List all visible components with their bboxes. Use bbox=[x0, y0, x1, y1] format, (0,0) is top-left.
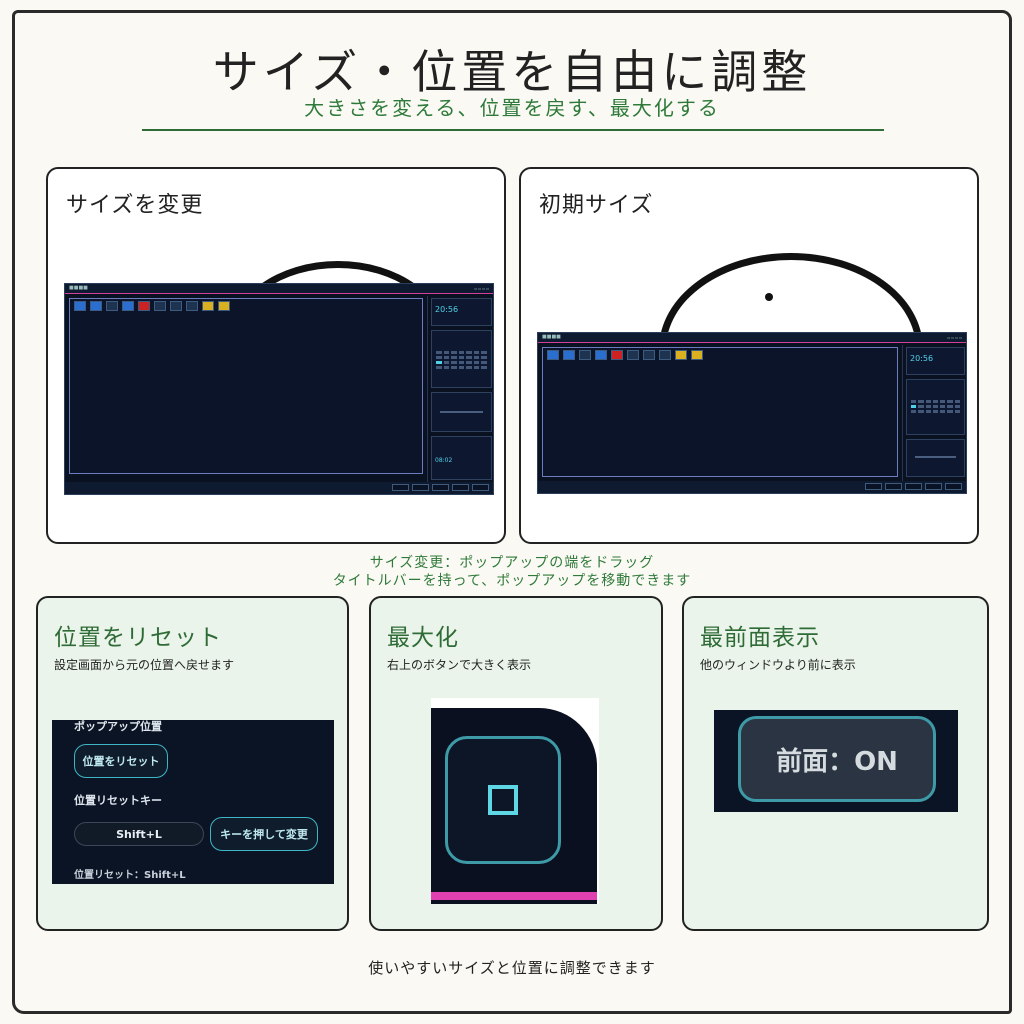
folder-icon[interactable] bbox=[691, 350, 703, 360]
bottom-button[interactable] bbox=[472, 484, 489, 491]
bottom-button[interactable] bbox=[905, 483, 922, 490]
app-shortcut-icon[interactable] bbox=[547, 350, 559, 360]
app-shortcut-icon[interactable] bbox=[659, 350, 671, 360]
bottom-button-row bbox=[865, 483, 962, 490]
initial-size-panel-title: 初期サイズ bbox=[539, 193, 654, 218]
clock-widget: 20:56 bbox=[906, 347, 965, 375]
title-divider bbox=[142, 129, 884, 131]
bottom-button[interactable] bbox=[865, 483, 882, 490]
reset-position-button[interactable]: 位置をリセット bbox=[74, 744, 168, 778]
clock-time: 20:56 bbox=[910, 354, 934, 363]
bottom-button[interactable] bbox=[412, 484, 429, 491]
resize-panel-title: サイズを変更 bbox=[66, 193, 204, 218]
always-on-top-card: 最前面表示 他のウィンドウより前に表示 前面：ON bbox=[682, 596, 989, 931]
app-shortcut-icon[interactable] bbox=[138, 301, 150, 311]
bottom-button[interactable] bbox=[925, 483, 942, 490]
app-title-text: ■■■■ bbox=[69, 285, 88, 291]
app-window-controls[interactable]: ▫ ▫ ▫ ▫ bbox=[474, 286, 489, 291]
maximize-card: 最大化 右上のボタンで大きく表示 bbox=[369, 596, 663, 931]
app-shortcut-icon[interactable] bbox=[627, 350, 639, 360]
front-card-title: 最前面表示 bbox=[700, 625, 820, 651]
timer-time: 08:02 bbox=[435, 457, 453, 464]
app-shortcut-icon[interactable] bbox=[611, 350, 623, 360]
maximize-card-title: 最大化 bbox=[387, 625, 459, 651]
app-icon-row bbox=[547, 350, 703, 360]
reset-card-title: 位置をリセット bbox=[54, 625, 222, 651]
calendar-grid bbox=[436, 351, 487, 369]
app-shortcut-icon[interactable] bbox=[579, 350, 591, 360]
calendar-widget bbox=[906, 379, 965, 435]
window-corner bbox=[431, 708, 597, 904]
initial-size-panel: 初期サイズ ■■■■ ▫ ▫ ▫ ▫ 20:56 bbox=[519, 167, 979, 544]
reset-key-status: 位置リセット：Shift+L bbox=[74, 870, 186, 881]
app-titlebar[interactable]: ■■■■ ▫ ▫ ▫ ▫ bbox=[538, 333, 966, 343]
app-desktop-area bbox=[69, 298, 423, 474]
page-subtitle: 大きさを変える、位置を戻す、最大化する bbox=[304, 96, 720, 120]
app-shortcut-icon[interactable] bbox=[595, 350, 607, 360]
app-shortcut-icon[interactable] bbox=[643, 350, 655, 360]
maximize-card-desc: 右上のボタンで大きく表示 bbox=[387, 658, 532, 672]
app-icon-row bbox=[74, 301, 230, 311]
always-on-top-button[interactable]: 前面：ON bbox=[738, 716, 936, 802]
app-window-resized[interactable]: ■■■■ ▫ ▫ ▫ ▫ 20:56 bbox=[64, 283, 494, 495]
app-window-controls[interactable]: ▫ ▫ ▫ ▫ bbox=[947, 335, 962, 340]
resize-note-line1: サイズ変更：ポップアップの端をドラッグ bbox=[369, 555, 655, 571]
page-title: サイズ・位置を自由に調整 bbox=[212, 45, 812, 99]
window-accent-border bbox=[431, 892, 597, 900]
app-bottom-bar bbox=[538, 481, 966, 493]
resize-note-line2: タイトルバーを持って、ポップアップを移動できます bbox=[332, 573, 692, 589]
front-screenshot: 前面：ON bbox=[714, 710, 958, 812]
maximize-icon bbox=[488, 785, 518, 815]
app-shortcut-icon[interactable] bbox=[563, 350, 575, 360]
reset-key-label: 位置リセットキー bbox=[74, 794, 162, 807]
reset-card-desc: 設定画面から元の位置へ戻せます bbox=[54, 658, 235, 672]
calendar-widget bbox=[431, 330, 492, 388]
volume-slider[interactable] bbox=[440, 411, 483, 413]
clock-widget: 20:56 bbox=[431, 298, 492, 326]
app-shortcut-icon[interactable] bbox=[186, 301, 198, 311]
folder-icon[interactable] bbox=[202, 301, 214, 311]
settings-screenshot: ポップアップ位置 位置をリセット 位置リセットキー Shift+L キーを押して… bbox=[52, 720, 334, 884]
resize-panel: サイズを変更 ■■■■ ▫ ▫ ▫ ▫ 20:56 bbox=[46, 167, 506, 544]
bottom-button-row bbox=[392, 484, 489, 491]
app-shortcut-icon[interactable] bbox=[90, 301, 102, 311]
timer-widget: 08:02 bbox=[431, 436, 492, 480]
app-titlebar[interactable]: ■■■■ ▫ ▫ ▫ ▫ bbox=[65, 284, 493, 294]
app-title-text: ■■■■ bbox=[542, 334, 561, 340]
app-sidebar: 20:56 08:02 bbox=[427, 296, 493, 484]
volume-slider[interactable] bbox=[915, 456, 956, 458]
bottom-button[interactable] bbox=[392, 484, 409, 491]
app-shortcut-icon[interactable] bbox=[106, 301, 118, 311]
front-card-desc: 他のウィンドウより前に表示 bbox=[700, 658, 856, 672]
calendar-grid bbox=[911, 400, 960, 413]
bottom-button[interactable] bbox=[432, 484, 449, 491]
footer-note: 使いやすいサイズと位置に調整できます bbox=[368, 959, 656, 977]
popup-position-label: ポップアップ位置 bbox=[74, 720, 162, 733]
volume-widget bbox=[431, 392, 492, 432]
bottom-button[interactable] bbox=[945, 483, 962, 490]
reset-position-card: 位置をリセット 設定画面から元の位置へ戻せます ポップアップ位置 位置をリセット… bbox=[36, 596, 349, 931]
reset-key-field[interactable]: Shift+L bbox=[74, 822, 204, 846]
app-desktop-area bbox=[542, 347, 898, 477]
folder-icon[interactable] bbox=[218, 301, 230, 311]
app-sidebar: 20:56 bbox=[902, 345, 966, 483]
bottom-button[interactable] bbox=[885, 483, 902, 490]
maximize-button[interactable] bbox=[445, 736, 561, 864]
app-shortcut-icon[interactable] bbox=[74, 301, 86, 311]
app-shortcut-icon[interactable] bbox=[170, 301, 182, 311]
change-key-button[interactable]: キーを押して変更 bbox=[210, 817, 318, 851]
folder-icon[interactable] bbox=[675, 350, 687, 360]
app-shortcut-icon[interactable] bbox=[154, 301, 166, 311]
clock-time: 20:56 bbox=[435, 305, 459, 314]
volume-widget bbox=[906, 439, 965, 477]
maximize-screenshot bbox=[431, 698, 599, 904]
mascot-eye bbox=[765, 293, 773, 301]
app-bottom-bar bbox=[65, 482, 493, 494]
bottom-button[interactable] bbox=[452, 484, 469, 491]
app-window-initial[interactable]: ■■■■ ▫ ▫ ▫ ▫ 20:56 bbox=[537, 332, 967, 494]
app-shortcut-icon[interactable] bbox=[122, 301, 134, 311]
